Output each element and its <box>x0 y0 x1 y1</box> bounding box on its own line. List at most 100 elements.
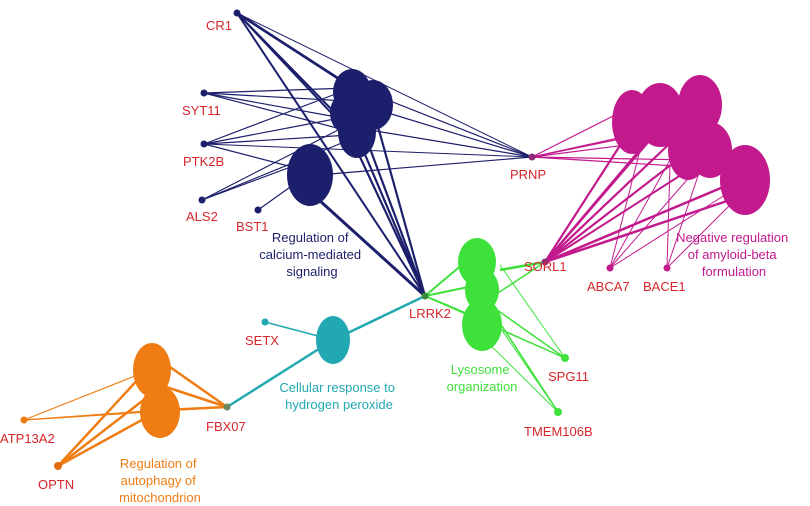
edge <box>306 188 427 298</box>
gene-node-spg11[interactable] <box>561 354 569 362</box>
gene-nodes <box>20 9 671 470</box>
gene-node-bst1[interactable] <box>254 206 262 214</box>
edge <box>374 94 533 158</box>
gene-node-abca7[interactable] <box>606 264 614 272</box>
edge <box>499 260 546 272</box>
gene-node-cr1[interactable] <box>233 9 241 17</box>
term-label-amyloid: Negative regulation of amyloid-beta form… <box>676 230 792 279</box>
edge <box>203 92 353 133</box>
gene-node-bace1[interactable] <box>663 264 671 272</box>
amyloid-term-node[interactable] <box>636 83 684 147</box>
gene-node-syt11[interactable] <box>200 89 208 97</box>
gene-label-spg11: SPG11 <box>548 369 589 384</box>
edge <box>203 89 347 145</box>
term-labels: Regulation of calcium-mediated signaling… <box>119 230 792 505</box>
term-label-peroxide: Cellular response to hydrogen peroxide <box>279 380 398 412</box>
term-label-autophagy: Regulation of autophagy of mitochondrion <box>119 456 201 505</box>
amyloid-term-node[interactable] <box>720 145 770 215</box>
term-label-line: Lysosome <box>451 362 510 377</box>
term-label-line: of amyloid-beta <box>688 247 778 262</box>
autophagy-term-node[interactable] <box>140 386 180 438</box>
gene-node-lrrk2[interactable] <box>421 292 429 300</box>
term-label-line: hydrogen peroxide <box>285 397 393 412</box>
gene-node-prnp[interactable] <box>528 153 536 161</box>
gene-node-tmem106b[interactable] <box>554 408 562 416</box>
gene-label-als2: ALS2 <box>186 209 218 224</box>
term-label-calcium: Regulation of calcium-mediated signaling <box>259 230 365 279</box>
gene-label-optn: OPTN <box>38 477 74 492</box>
gene-label-cr1: CR1 <box>206 18 232 33</box>
cluster-autophagy <box>23 343 228 468</box>
edge <box>384 111 533 158</box>
gene-node-fbx07[interactable] <box>223 403 231 411</box>
lysosome-term-node[interactable] <box>465 268 499 312</box>
term-label-line: calcium-mediated <box>259 247 361 262</box>
edge <box>226 338 334 409</box>
gene-label-tmem106b: TMEM106B <box>524 424 593 439</box>
edge <box>356 137 427 297</box>
term-label-line: Negative regulation <box>676 230 788 245</box>
gene-label-sorl1: SORL1 <box>524 259 567 274</box>
edge <box>531 109 626 158</box>
edge <box>203 117 341 145</box>
cluster-hydrogen-peroxide <box>226 294 426 409</box>
gene-label-bace1: BACE1 <box>643 279 686 294</box>
peroxide-term-node[interactable] <box>316 316 350 364</box>
edge <box>544 178 741 264</box>
edge <box>203 87 351 94</box>
gene-node-setx[interactable] <box>261 318 269 326</box>
edge <box>203 92 343 119</box>
gene-node-als2[interactable] <box>198 196 206 204</box>
amyloid-term-node[interactable] <box>688 122 732 178</box>
edge <box>201 164 297 201</box>
autophagy-edges <box>23 358 228 468</box>
edge <box>494 319 559 413</box>
amyloid-term-node[interactable] <box>678 75 722 135</box>
gene-labels: CR1 SYT11 PTK2B ALS2 BST1 PRNP SORL1 ABC… <box>0 18 686 492</box>
edge <box>544 129 631 263</box>
gene-label-prnp: PRNP <box>510 167 546 182</box>
gene-label-bst1: BST1 <box>236 219 269 234</box>
edge <box>494 261 546 296</box>
gene-node-sorl1[interactable] <box>541 258 549 266</box>
term-label-line: autophagy of <box>121 473 197 488</box>
edge <box>666 169 701 269</box>
edge <box>201 137 355 201</box>
lysosome-term-node[interactable] <box>462 299 502 351</box>
calcium-edges <box>201 11 533 298</box>
term-label-line: organization <box>447 379 518 394</box>
edge <box>317 156 533 176</box>
gene-label-lrrk2: LRRK2 <box>409 306 451 321</box>
edge <box>23 369 151 421</box>
edge <box>159 358 228 409</box>
term-label-lysosome: Lysosome organization <box>447 362 518 394</box>
gene-label-atp13a2: ATP13A2 <box>0 431 55 446</box>
edge <box>609 164 701 269</box>
gene-label-fbx07: FBX07 <box>206 419 246 434</box>
gene-node-ptk2b[interactable] <box>200 140 208 148</box>
edge <box>544 198 731 264</box>
autophagy-term-node[interactable] <box>133 343 171 397</box>
gene-node-optn[interactable] <box>54 462 62 470</box>
edge <box>369 129 533 158</box>
edge <box>609 149 641 269</box>
gene-label-ptk2b: PTK2B <box>183 154 224 169</box>
calcium-term-node[interactable] <box>338 106 376 158</box>
edge <box>609 194 726 269</box>
term-label-line: Cellular response to <box>279 380 395 395</box>
edge <box>201 127 343 201</box>
term-label-line: formulation <box>702 264 766 279</box>
edge <box>159 383 228 409</box>
edge <box>203 143 297 169</box>
edge <box>236 12 426 297</box>
gene-label-setx: SETX <box>245 333 279 348</box>
gene-node-atp13a2[interactable] <box>20 416 28 424</box>
edge <box>499 264 566 359</box>
cluster-lysosome <box>424 238 566 413</box>
term-label-line: Regulation of <box>120 456 197 471</box>
calcium-term-node[interactable] <box>287 144 333 206</box>
edge <box>57 374 143 467</box>
term-label-line: signaling <box>286 264 337 279</box>
gene-label-syt11: SYT11 <box>182 103 221 118</box>
